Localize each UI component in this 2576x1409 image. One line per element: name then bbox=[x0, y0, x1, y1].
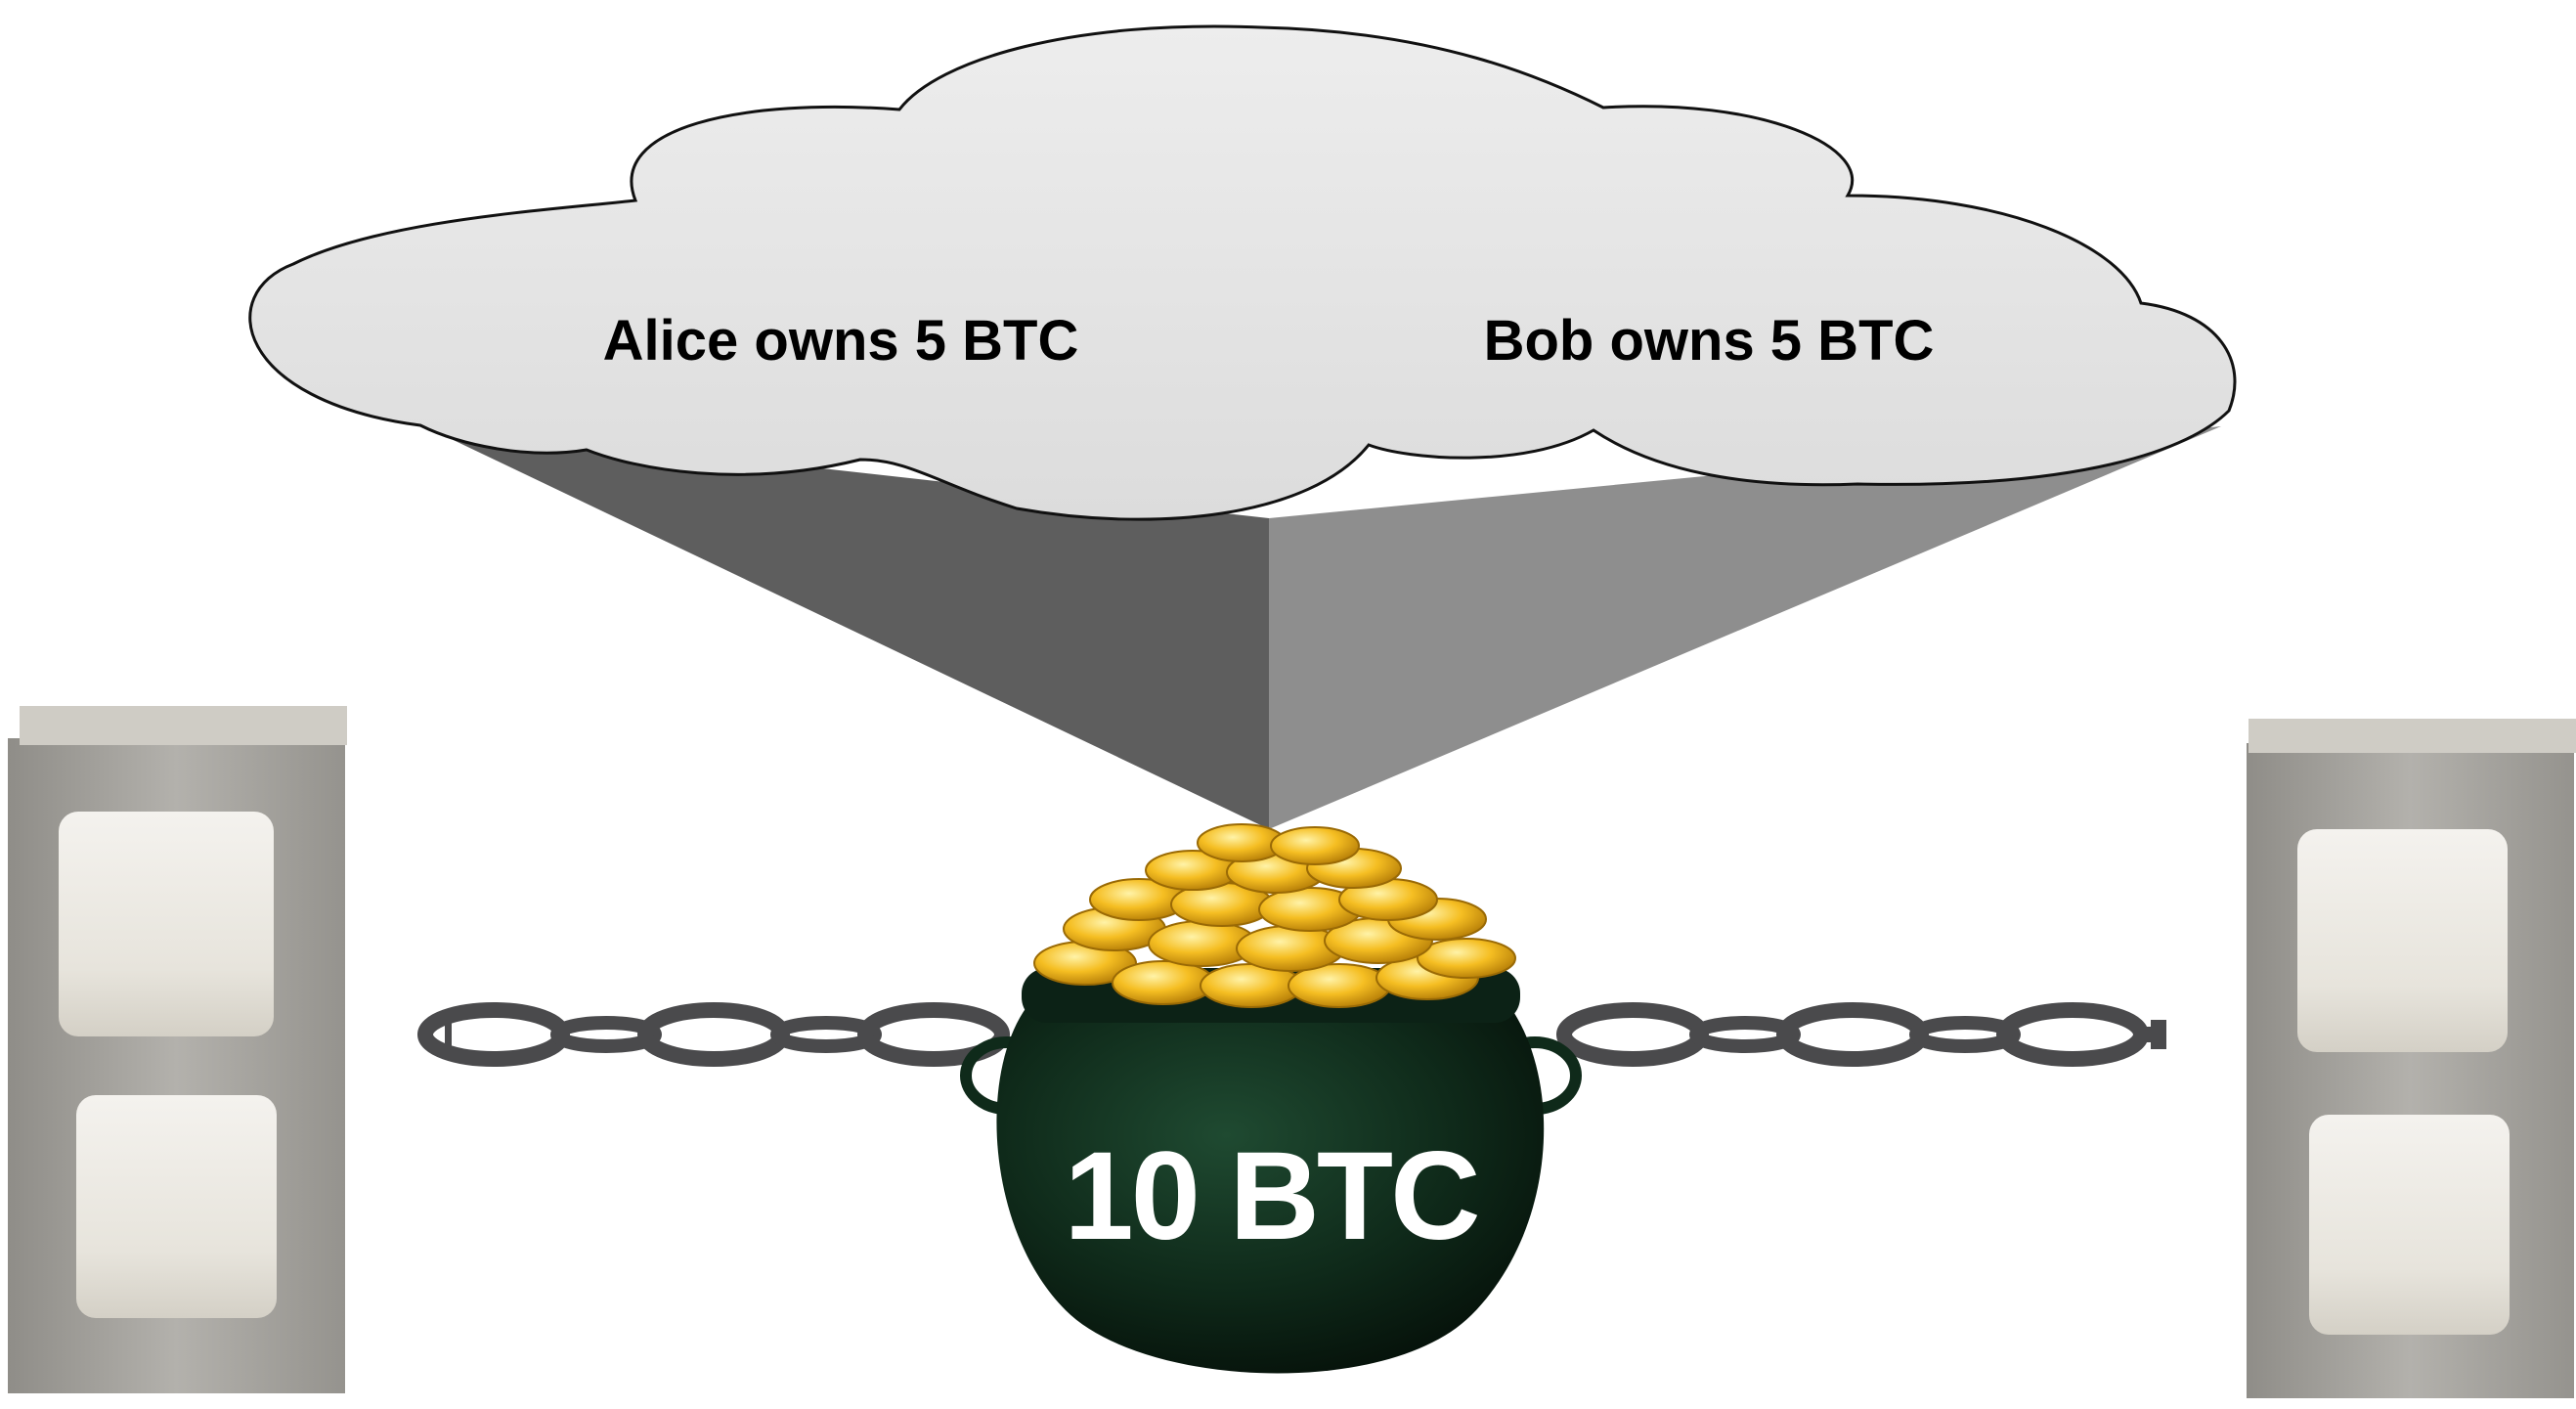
ownership-cloud: Alice owns 5 BTC Bob owns 5 BTC bbox=[248, 24, 2237, 521]
pot-total-label: 10 BTC bbox=[1065, 1126, 1478, 1266]
alice-balance-label: Alice owns 5 BTC bbox=[603, 309, 1079, 373]
cloud-shape bbox=[248, 24, 2237, 521]
left-block-hole-upper bbox=[59, 812, 274, 1036]
pot-body bbox=[996, 1007, 1545, 1374]
chain-right-segment bbox=[1556, 1002, 2165, 1067]
beam-right-face bbox=[1269, 426, 2221, 829]
projection-beams bbox=[418, 423, 2221, 829]
gold-coins bbox=[1033, 823, 1516, 1008]
right-block-hole-lower bbox=[2309, 1115, 2510, 1335]
pot-of-gold: 10 BTC bbox=[960, 823, 1582, 1374]
left-block-hole-lower bbox=[76, 1095, 277, 1318]
chain bbox=[417, 1002, 2166, 1067]
left-cinder-block bbox=[8, 706, 347, 1393]
chain-left-segment bbox=[417, 1002, 1010, 1067]
right-cinder-block bbox=[2247, 719, 2576, 1398]
bob-balance-label: Bob owns 5 BTC bbox=[1484, 309, 1935, 373]
right-block-hole-upper bbox=[2297, 829, 2508, 1052]
beam-left-face bbox=[418, 423, 1269, 829]
